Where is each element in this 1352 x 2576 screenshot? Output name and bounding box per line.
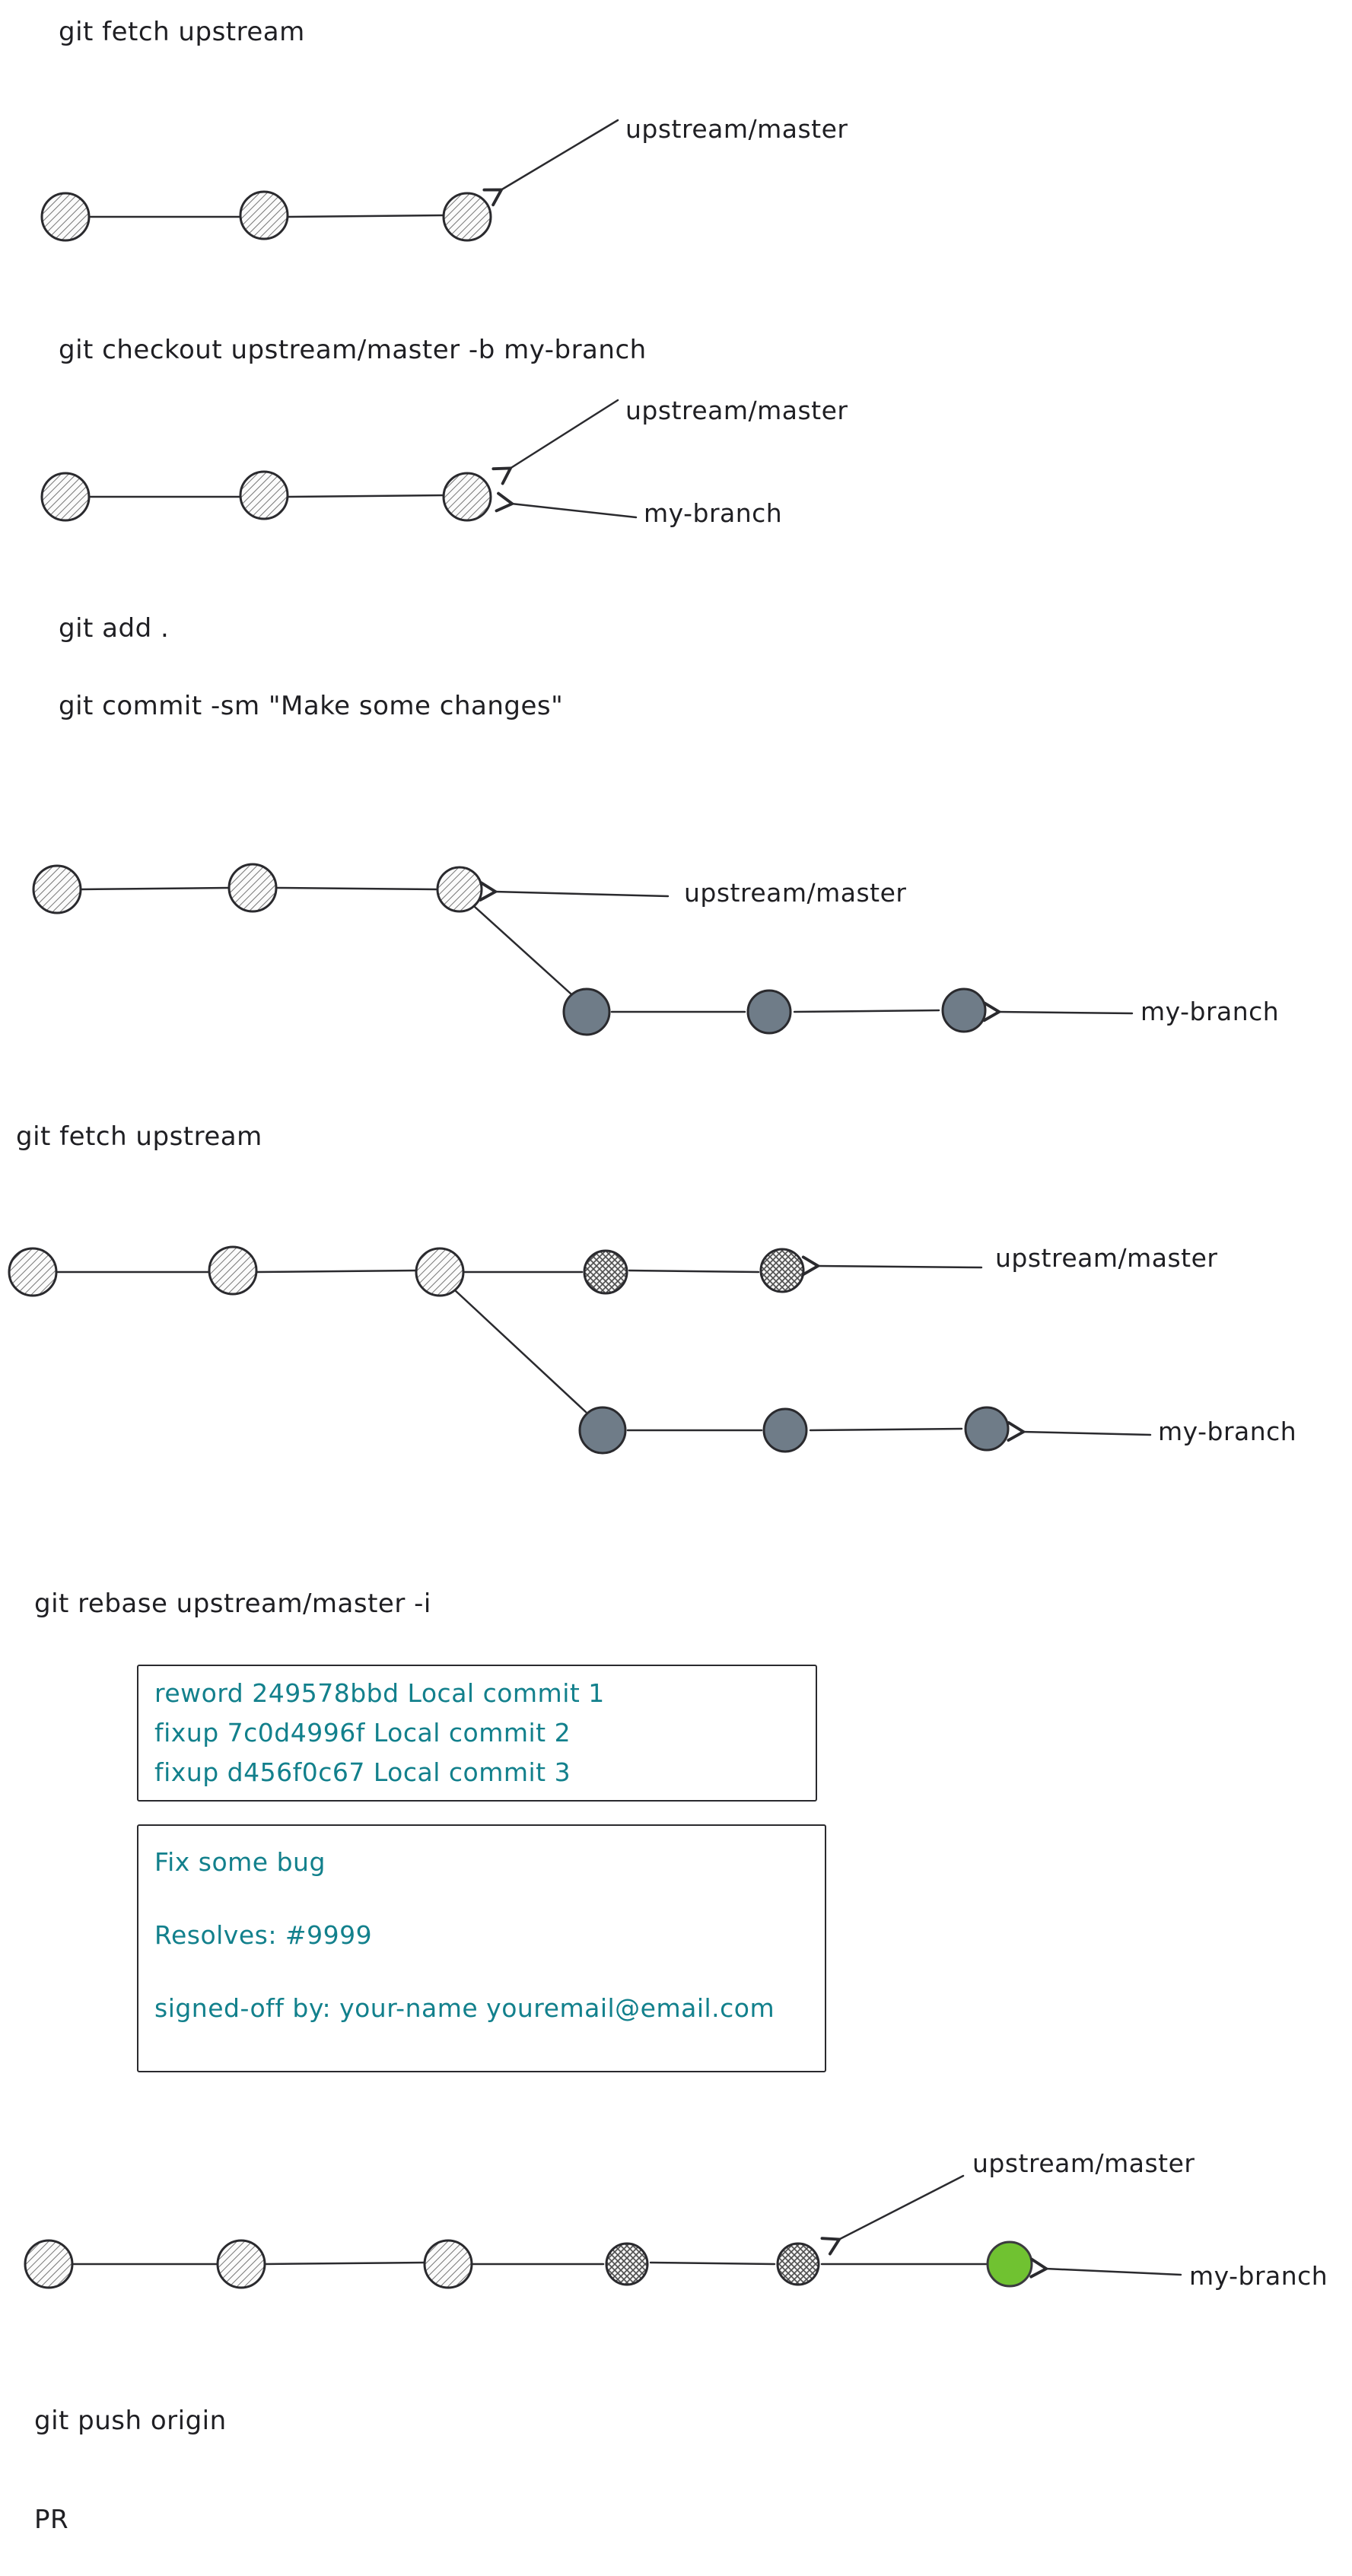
edge bbox=[275, 886, 437, 891]
commit-node bbox=[32, 864, 82, 914]
commit-node bbox=[24, 2239, 74, 2289]
commit-node-fetched bbox=[583, 1249, 628, 1295]
arrow-my-branch bbox=[495, 491, 638, 519]
commit-node-local bbox=[762, 1407, 808, 1453]
command-git-fetch-upstream-1: git fetch upstream bbox=[59, 17, 305, 47]
commit-node bbox=[227, 863, 278, 913]
branch-label-upstream-master-1: upstream/master bbox=[625, 114, 848, 144]
commit-node-rebased bbox=[986, 2240, 1033, 2288]
command-git-commit: git commit -sm "Make some changes" bbox=[59, 691, 564, 721]
edge bbox=[628, 1269, 760, 1274]
arrow-upstream-master bbox=[482, 119, 619, 207]
commit-node-local bbox=[746, 989, 792, 1035]
commit-node bbox=[40, 472, 91, 522]
command-git-checkout-branch: git checkout upstream/master -b my-branc… bbox=[59, 335, 647, 365]
commit-node-local bbox=[578, 1406, 627, 1455]
commit-node bbox=[239, 470, 289, 520]
rebase-todo-box bbox=[137, 1665, 817, 1802]
rebase-todo-line: fixup d456f0c67 Local commit 3 bbox=[154, 1757, 571, 1787]
commit-node-local bbox=[562, 987, 611, 1036]
edge bbox=[649, 2261, 776, 2266]
commit-node-fetched bbox=[776, 2242, 820, 2286]
commit-message-line: signed-off by: your-name youremail@email… bbox=[154, 1993, 775, 2023]
branch-edge bbox=[473, 905, 572, 995]
arrow-my-branch bbox=[1007, 1421, 1152, 1442]
commit-node-fetched bbox=[605, 2242, 649, 2286]
edge bbox=[286, 214, 445, 218]
edge bbox=[793, 1009, 940, 1013]
commit-message-line: Fix some bug bbox=[154, 1847, 326, 1877]
rebase-todo-line: reword 249578bbd Local commit 1 bbox=[154, 1678, 605, 1708]
command-git-fetch-upstream-2: git fetch upstream bbox=[16, 1121, 262, 1152]
commit-node bbox=[40, 192, 91, 242]
branch-label-my-branch-2: my-branch bbox=[1140, 997, 1280, 1026]
commit-node-local bbox=[941, 987, 987, 1033]
commit-node bbox=[216, 2239, 266, 2289]
branch-label-my-branch-1: my-branch bbox=[644, 498, 783, 528]
edge bbox=[809, 1427, 963, 1432]
commit-node bbox=[8, 1247, 58, 1297]
diagram-local-commits bbox=[32, 863, 1134, 1036]
commit-node-local bbox=[964, 1406, 1010, 1452]
diagram-checkout bbox=[40, 399, 638, 522]
command-git-add: git add . bbox=[59, 613, 170, 644]
branch-label-upstream-master-4: upstream/master bbox=[995, 1243, 1218, 1273]
branch-label-my-branch-4: my-branch bbox=[1189, 2261, 1328, 2291]
branch-label-upstream-master-5: upstream/master bbox=[972, 2148, 1195, 2178]
branch-label-my-branch-3: my-branch bbox=[1158, 1417, 1297, 1446]
edge bbox=[79, 886, 231, 891]
arrow-upstream-master bbox=[820, 2174, 965, 2256]
commit-message-line: Resolves: #9999 bbox=[154, 1920, 373, 1950]
edge bbox=[263, 2261, 426, 2266]
label-pr: PR bbox=[34, 2504, 69, 2535]
arrow-upstream-master bbox=[491, 399, 619, 485]
commit-node bbox=[423, 2239, 473, 2289]
branch-label-upstream-master-2: upstream/master bbox=[625, 396, 848, 425]
branch-label-upstream-master-3: upstream/master bbox=[684, 878, 907, 908]
commit-node bbox=[436, 866, 483, 913]
commit-node bbox=[442, 472, 492, 522]
edge bbox=[286, 494, 445, 498]
diagram-fetch-1 bbox=[40, 119, 619, 242]
rebase-todo-line: fixup 7c0d4996f Local commit 2 bbox=[154, 1718, 571, 1748]
commit-node-fetched bbox=[759, 1248, 805, 1293]
arrow-upstream-master bbox=[801, 1255, 983, 1277]
arrow-upstream-master bbox=[479, 881, 670, 902]
commit-node bbox=[208, 1245, 258, 1296]
edge bbox=[255, 1269, 418, 1274]
diagram-fetch-2 bbox=[8, 1245, 1152, 1455]
commit-node bbox=[239, 190, 289, 240]
branch-edge bbox=[453, 1289, 587, 1414]
arrow-my-branch bbox=[1029, 2257, 1182, 2279]
commit-node bbox=[442, 192, 492, 242]
command-git-push-origin: git push origin bbox=[34, 2406, 227, 2436]
commit-node bbox=[415, 1247, 465, 1297]
diagram-rebased bbox=[24, 2174, 1182, 2289]
commit-message-box bbox=[137, 1824, 826, 2072]
arrow-my-branch bbox=[982, 1001, 1134, 1022]
command-git-rebase: git rebase upstream/master -i bbox=[34, 1589, 431, 1619]
